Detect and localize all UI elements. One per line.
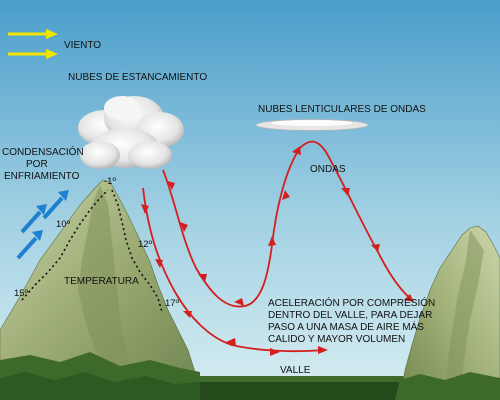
updraft-arrow-icon — [42, 190, 69, 220]
lenticular-cloud — [255, 119, 369, 131]
wave-flow-line — [162, 140, 413, 308]
flow-arrow-icon — [226, 338, 236, 346]
flow-arrow-icon — [141, 204, 149, 214]
valley-arrowheads — [141, 204, 328, 356]
flow-arrow-icon — [371, 244, 380, 252]
flow-arrow-icon — [270, 348, 280, 356]
stagnation-cloud — [78, 96, 184, 169]
label-aceleracion-line4: CALIDO Y MAYOR VOLUMEN — [268, 334, 406, 345]
flow-arrow-icon — [234, 298, 244, 306]
flow-arrowheads — [167, 146, 414, 306]
flow-arrow-icon — [292, 146, 301, 155]
flow-arrow-icon — [183, 311, 192, 318]
label-condensacion-line2: POR — [26, 159, 48, 170]
right-mountain-ridge — [446, 230, 484, 400]
wind-arrow-icon — [8, 29, 58, 39]
temp-base-windward: 15º — [14, 288, 29, 299]
left-mountain-ridge — [78, 185, 135, 400]
flow-arrow-icon — [341, 188, 350, 196]
label-ondas: ONDAS — [310, 164, 346, 175]
flow-arrow-icon — [198, 274, 207, 282]
label-aceleracion-line3: PASO A UNA MASA DE AIRE MÁS — [268, 322, 424, 333]
temperature-line-leeward — [111, 189, 163, 313]
wind-arrow-icon — [8, 49, 58, 59]
label-temperatura: TEMPERATURA — [64, 276, 139, 287]
label-condensacion-line3: ENFRIAMIENTO — [4, 171, 80, 182]
right-forest — [395, 372, 500, 400]
flow-arrow-icon — [268, 236, 276, 246]
updraft-arrow-icon — [16, 230, 43, 260]
flow-arrow-icon — [155, 259, 163, 268]
flow-arrow-icon — [180, 222, 188, 232]
temp-upper-leeward: 12º — [138, 239, 153, 250]
label-condensacion-line1: CONDENSACIÓN — [2, 147, 84, 158]
valley-grass — [180, 376, 420, 382]
temp-upper-windward: 10º — [56, 219, 71, 230]
label-valle: VALLE — [280, 365, 311, 376]
flow-arrow-icon — [167, 181, 175, 190]
label-aceleracion-line2: DENTRO DEL VALLE, PARA DEJAR — [268, 310, 433, 321]
temp-summit: -1º — [104, 176, 116, 187]
temp-lower-leeward: 17º — [165, 298, 180, 309]
label-nubes-estancamiento: NUBES DE ESTANCAMIENTO — [68, 72, 208, 83]
left-forest-dark — [0, 372, 200, 400]
valley-flow-line — [142, 187, 326, 353]
updraft-arrow-icon — [20, 204, 47, 234]
flow-arrow-icon — [318, 346, 328, 354]
label-viento: VIENTO — [64, 40, 102, 51]
flow-arrow-icon — [404, 294, 414, 302]
flow-arrow-icon — [282, 190, 290, 200]
valley-floor — [150, 378, 450, 400]
temperature-line-windward — [21, 189, 109, 301]
label-aceleracion-line1: ACELERACIÓN POR COMPRESIÓN — [268, 298, 436, 309]
label-nubes-lenticulares: NUBES LENTICULARES DE ONDAS — [258, 104, 426, 115]
